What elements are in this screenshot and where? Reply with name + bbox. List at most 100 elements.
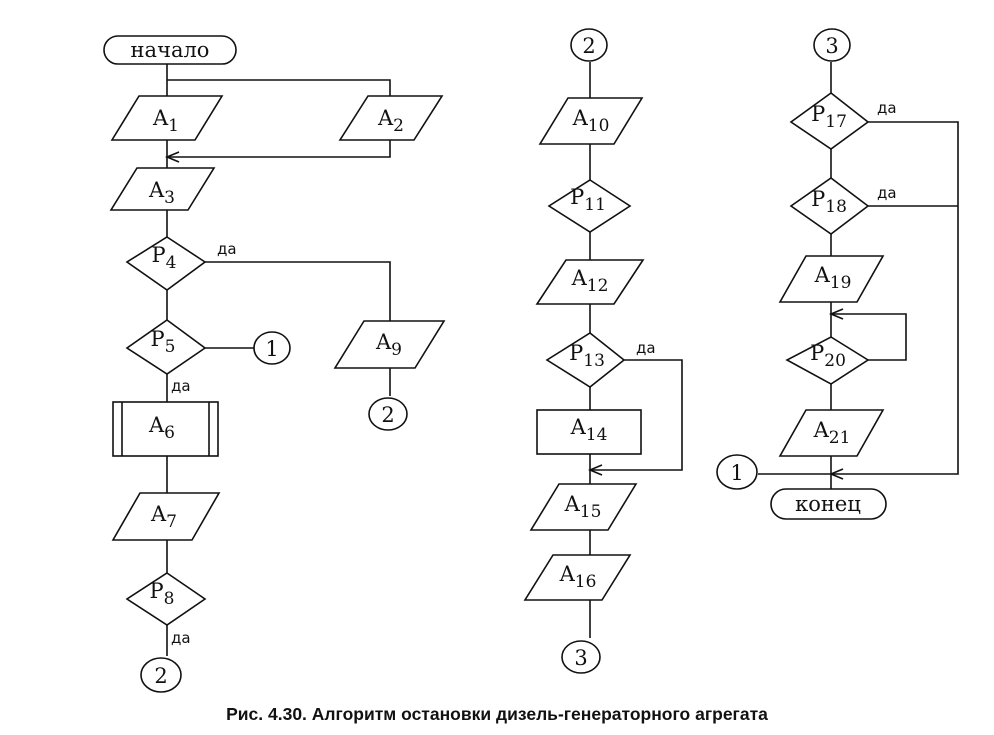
label-sub: 6 bbox=[164, 423, 175, 443]
label-main: A bbox=[559, 562, 576, 586]
svg-text:A12: A12 bbox=[571, 266, 609, 296]
label-main: P bbox=[810, 341, 824, 365]
connector-label: 2 bbox=[582, 34, 595, 58]
label-main: A bbox=[377, 106, 394, 130]
decision-P5: P5 bbox=[125, 319, 207, 375]
label-sub: 3 bbox=[164, 188, 175, 208]
svg-text:A14: A14 bbox=[570, 415, 608, 445]
svg-text:A19: A19 bbox=[814, 263, 852, 293]
svg-text:A10: A10 bbox=[572, 106, 610, 136]
label-main: A bbox=[813, 418, 830, 442]
yes-label-P13: да bbox=[636, 339, 656, 357]
label-sub: 11 bbox=[584, 195, 606, 215]
connector-3-top: 3 bbox=[813, 28, 851, 62]
terminator-end: конец bbox=[770, 488, 887, 520]
process-A15: A15 bbox=[529, 483, 638, 531]
decision-P18: P18 bbox=[789, 177, 870, 235]
decision-P13: P13 bbox=[545, 332, 626, 388]
label-main: A bbox=[571, 266, 588, 290]
label-sub: 10 bbox=[588, 116, 610, 136]
label-main: A bbox=[148, 178, 165, 202]
label-main: P bbox=[811, 187, 825, 211]
process-A16: A16 bbox=[523, 554, 632, 601]
label-sub: 15 bbox=[580, 502, 602, 522]
svg-text:A6: A6 bbox=[148, 413, 175, 443]
figure-caption: Рис. 4.30. Алгоритм остановки дизель-ген… bbox=[226, 704, 768, 724]
label-main: A bbox=[148, 413, 165, 437]
yes-label-P17: да bbox=[877, 99, 897, 117]
svg-text:A7: A7 bbox=[150, 502, 177, 532]
label-sub: 19 bbox=[830, 273, 852, 293]
label-sub: 5 bbox=[165, 337, 176, 357]
connector-label: 3 bbox=[825, 34, 838, 58]
label-sub: 14 bbox=[586, 425, 608, 445]
label-main: A bbox=[572, 106, 589, 130]
process-A19: A19 bbox=[778, 255, 885, 303]
label-main: P bbox=[570, 185, 584, 209]
svg-text:A9: A9 bbox=[375, 330, 402, 360]
process-A14: A14 bbox=[536, 409, 642, 455]
label-sub: 20 bbox=[824, 351, 846, 371]
connector-2-top: 2 bbox=[570, 28, 608, 62]
yes-label-P5: да bbox=[171, 377, 191, 395]
process-A9: A9 bbox=[333, 320, 446, 369]
label-sub: 2 bbox=[393, 116, 404, 136]
label-main: A bbox=[152, 106, 169, 130]
svg-text:A21: A21 bbox=[813, 418, 851, 448]
label-sub: 12 bbox=[587, 276, 609, 296]
connector-label: 2 bbox=[154, 664, 167, 688]
process-A12: A12 bbox=[535, 259, 645, 305]
label-sub: 13 bbox=[583, 351, 605, 371]
connector-2-from-A9: 2 bbox=[368, 397, 408, 431]
label-main: P bbox=[569, 341, 583, 365]
svg-text:A3: A3 bbox=[148, 178, 175, 208]
label-sub: 17 bbox=[825, 112, 847, 132]
svg-text:P20: P20 bbox=[810, 341, 846, 371]
label-sub: 7 bbox=[166, 512, 177, 532]
svg-text:A16: A16 bbox=[559, 562, 597, 592]
label-sub: 4 bbox=[166, 253, 177, 273]
svg-text:P8: P8 bbox=[150, 579, 175, 609]
label-main: A bbox=[570, 415, 587, 439]
decision-P17: P17 bbox=[789, 91, 870, 150]
process-A1: A1 bbox=[110, 95, 224, 141]
label-sub: 18 bbox=[825, 197, 847, 217]
connector-1-right: 1 bbox=[716, 454, 758, 490]
svg-text:A2: A2 bbox=[377, 106, 404, 136]
connector-1-from-P5: 1 bbox=[253, 331, 291, 365]
connector-label: 3 bbox=[574, 646, 587, 670]
svg-text:A1: A1 bbox=[152, 106, 179, 136]
terminator-start-label: начало bbox=[131, 38, 210, 62]
svg-text:P17: P17 bbox=[811, 102, 847, 132]
svg-text:P11: P11 bbox=[570, 185, 606, 215]
yes-label-P8: да bbox=[171, 629, 191, 647]
connector-label: 2 bbox=[381, 403, 394, 427]
label-main: P bbox=[150, 579, 164, 603]
terminator-end-label: конец bbox=[795, 492, 861, 516]
label-main: A bbox=[150, 502, 167, 526]
process-A3: A3 bbox=[109, 167, 216, 211]
label-main: P bbox=[151, 327, 165, 351]
process-A2: A2 bbox=[338, 95, 444, 141]
connection-lines bbox=[164, 62, 959, 656]
label-main: P bbox=[152, 243, 166, 267]
connector-label: 1 bbox=[265, 337, 278, 361]
label-main: A bbox=[814, 263, 831, 287]
svg-text:P18: P18 bbox=[811, 187, 847, 217]
flowchart-diagram: да да да да да да начало A1 A2 A3 P4 P5 … bbox=[103, 28, 959, 693]
svg-text:P13: P13 bbox=[569, 341, 605, 371]
label-sub: 1 bbox=[168, 116, 179, 136]
decision-P11: P11 bbox=[547, 179, 632, 233]
svg-text:A15: A15 bbox=[564, 492, 602, 522]
label-main: A bbox=[564, 492, 581, 516]
label-main: A bbox=[375, 330, 392, 354]
decision-P8: P8 bbox=[125, 572, 207, 626]
label-sub: 8 bbox=[164, 589, 175, 609]
label-sub: 16 bbox=[575, 572, 597, 592]
label-sub: 9 bbox=[391, 340, 402, 360]
decision-P20: P20 bbox=[785, 336, 870, 385]
label-main: P bbox=[811, 102, 825, 126]
yes-label-P18: да bbox=[877, 184, 897, 202]
process-A10: A10 bbox=[538, 97, 644, 145]
process-A7: A7 bbox=[111, 492, 221, 541]
